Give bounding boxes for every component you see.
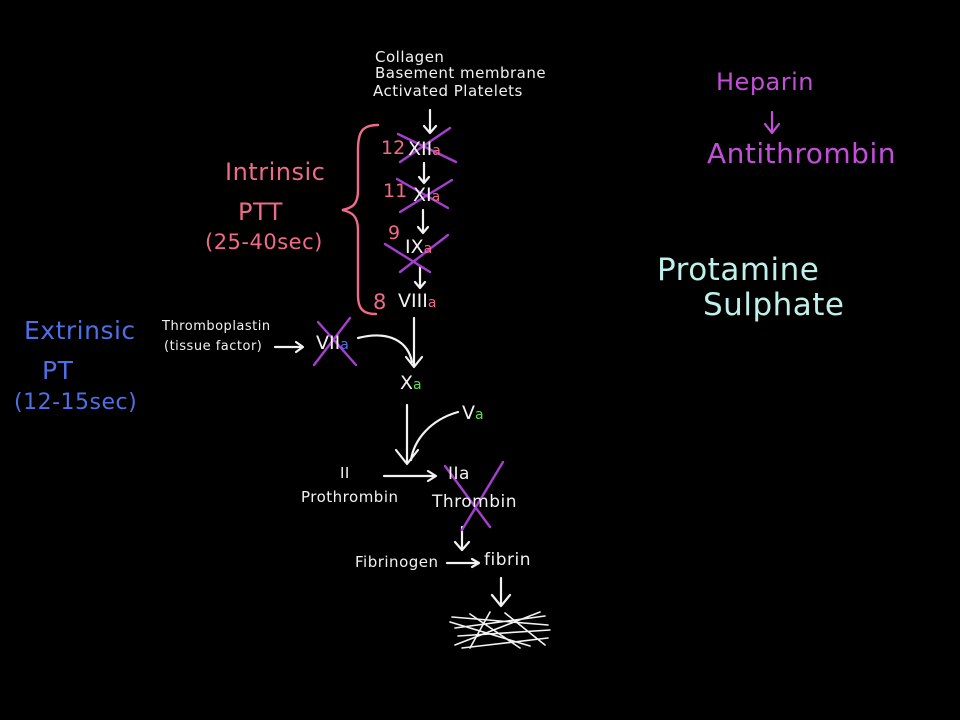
factor-v: Va (462, 402, 484, 424)
extrinsic-range: (12-15sec) (14, 390, 138, 415)
cross-out-xii (396, 126, 458, 164)
cross-out-thrombin (443, 460, 505, 532)
trigger-collagen: Collagen (375, 48, 445, 66)
intrinsic-title: Intrinsic (225, 158, 326, 186)
cross-out-vii (312, 316, 358, 367)
intrinsic-range: (25-40sec) (205, 230, 323, 254)
tissue-factor-label: (tissue factor) (164, 339, 263, 354)
factor-number-9: 9 (388, 222, 401, 244)
cross-out-xi (395, 177, 454, 214)
trigger-basement-membrane: Basement membrane (375, 64, 547, 82)
fibrin-label: fibrin (484, 550, 531, 570)
trigger-activated-platelets: Activated Platelets (373, 82, 523, 100)
extrinsic-title: Extrinsic (24, 316, 136, 345)
factor-vii: VIIa (316, 332, 349, 354)
arrow-down-icon (394, 403, 420, 466)
factor-xii: XIIa (408, 138, 441, 160)
factor-xi: XIa (413, 184, 441, 206)
fibrinogen-label: Fibrinogen (355, 553, 439, 571)
factor-number-12: 12 (381, 137, 406, 159)
factor-number-8: 8 (373, 290, 387, 314)
heparin-label: Heparin (716, 68, 814, 96)
extrinsic-test-pt: PT (42, 356, 74, 385)
curved-arrow-icon (356, 334, 414, 364)
thrombin-number: IIa (448, 464, 470, 484)
arrow-down-icon (490, 576, 512, 608)
intrinsic-brace (341, 123, 380, 316)
prothrombin-label: Prothrombin (301, 488, 399, 506)
intrinsic-test-ptt: PTT (238, 198, 283, 226)
arrow-right-icon (273, 340, 305, 354)
arrow-down-icon (417, 161, 431, 185)
sulphate-label: Sulphate (703, 287, 845, 323)
cross-out-ix (383, 233, 450, 274)
arrow-down-icon (763, 110, 781, 135)
thrombin-label: Thrombin (432, 492, 518, 512)
factor-ix: IXa (405, 236, 433, 258)
arrow-down-icon (422, 108, 438, 135)
prothrombin-number: II (340, 464, 350, 482)
arrow-down-icon (416, 208, 430, 235)
protamine-label: Protamine (657, 252, 820, 288)
thromboplastin-label: Thromboplastin (162, 319, 271, 334)
factor-x: Xa (400, 372, 422, 394)
arrow-right-icon (445, 557, 481, 569)
factor-number-11: 11 (383, 180, 408, 202)
arrow-down-icon (413, 264, 427, 290)
arrow-down-icon (404, 316, 424, 369)
fibrin-mesh-icon (449, 611, 551, 649)
arrow-right-icon (382, 469, 438, 483)
curved-arrow-icon (409, 410, 460, 462)
antithrombin-label: Antithrombin (707, 137, 896, 170)
factor-viii: VIIIa (398, 290, 437, 312)
